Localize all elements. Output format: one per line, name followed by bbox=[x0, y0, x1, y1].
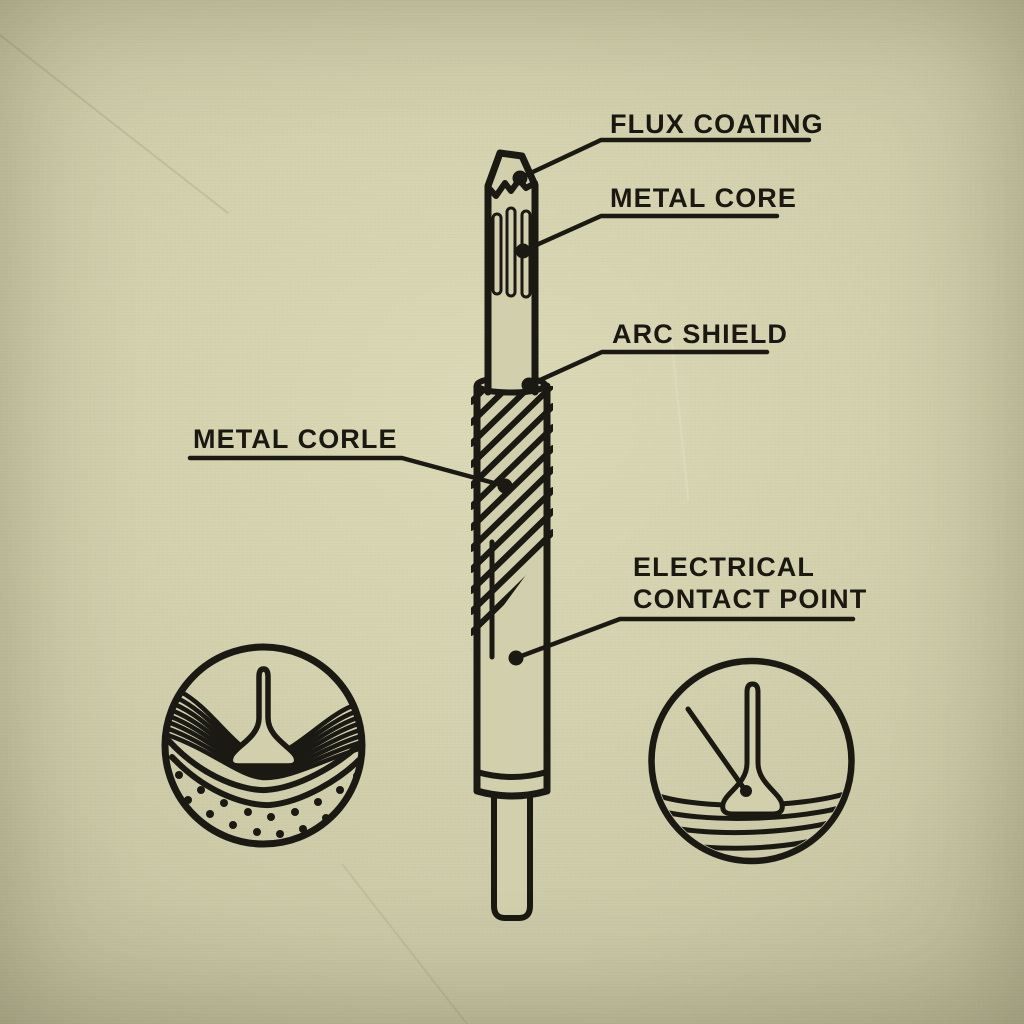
callout-dot bbox=[508, 650, 524, 666]
leader-electrical-contact bbox=[513, 616, 856, 661]
label-electrical-contact-line2: CONTACT POINT bbox=[633, 584, 867, 614]
strata-line bbox=[167, 731, 360, 781]
hatch-line bbox=[471, 386, 553, 468]
pool-boundary-line bbox=[169, 754, 360, 809]
leader-flux-coating bbox=[517, 137, 812, 181]
label-arc-shield: ARC SHIELD bbox=[612, 319, 788, 349]
callout-dot bbox=[740, 785, 752, 797]
inset-circle-border bbox=[161, 643, 366, 848]
holder-band-line bbox=[474, 769, 550, 780]
callout-dot bbox=[512, 170, 528, 186]
pool-boundary-line bbox=[167, 738, 360, 794]
electrode-illustration bbox=[471, 149, 553, 921]
hatch-line bbox=[471, 508, 553, 594]
hatch-line bbox=[471, 424, 553, 510]
hatch-line bbox=[471, 466, 553, 552]
flux-fracture-line bbox=[485, 177, 538, 199]
inset-arc-detail bbox=[648, 657, 855, 865]
callout-dot bbox=[497, 478, 513, 494]
leader-lines bbox=[187, 137, 856, 666]
arc-pointer-line bbox=[685, 706, 748, 793]
hatch-line bbox=[471, 403, 553, 489]
leader-metal-core bbox=[520, 213, 780, 254]
hatch-line bbox=[471, 386, 553, 447]
arc-droplet bbox=[720, 681, 785, 817]
leader-arc-shield bbox=[526, 349, 770, 388]
strata-line bbox=[167, 725, 360, 778]
callout-dot bbox=[521, 377, 537, 393]
bare-rod-stub bbox=[491, 792, 533, 921]
weld-droplet bbox=[227, 666, 300, 769]
inset-circle-border bbox=[648, 657, 855, 865]
inset-weld-cross-section bbox=[161, 643, 366, 848]
strata-line bbox=[167, 719, 360, 775]
pool-line bbox=[655, 802, 848, 821]
callout-dot bbox=[515, 243, 531, 259]
hatch-line bbox=[471, 386, 553, 426]
label-metal-core: METAL CORE bbox=[610, 183, 797, 213]
hatch-line bbox=[471, 487, 553, 573]
hatch-line bbox=[471, 529, 553, 615]
label-flux-coating: FLUX COATING bbox=[610, 109, 824, 139]
holder-mouth-front-arc bbox=[474, 382, 548, 396]
labels: FLUX COATING METAL CORE ARC SHIELD METAL… bbox=[193, 109, 867, 614]
label-electrical-contact-line1: ELECTRICAL bbox=[633, 552, 815, 582]
leader-metal-corle bbox=[187, 455, 508, 489]
label-metal-corle: METAL CORLE bbox=[193, 424, 398, 454]
strata-line bbox=[167, 713, 360, 772]
